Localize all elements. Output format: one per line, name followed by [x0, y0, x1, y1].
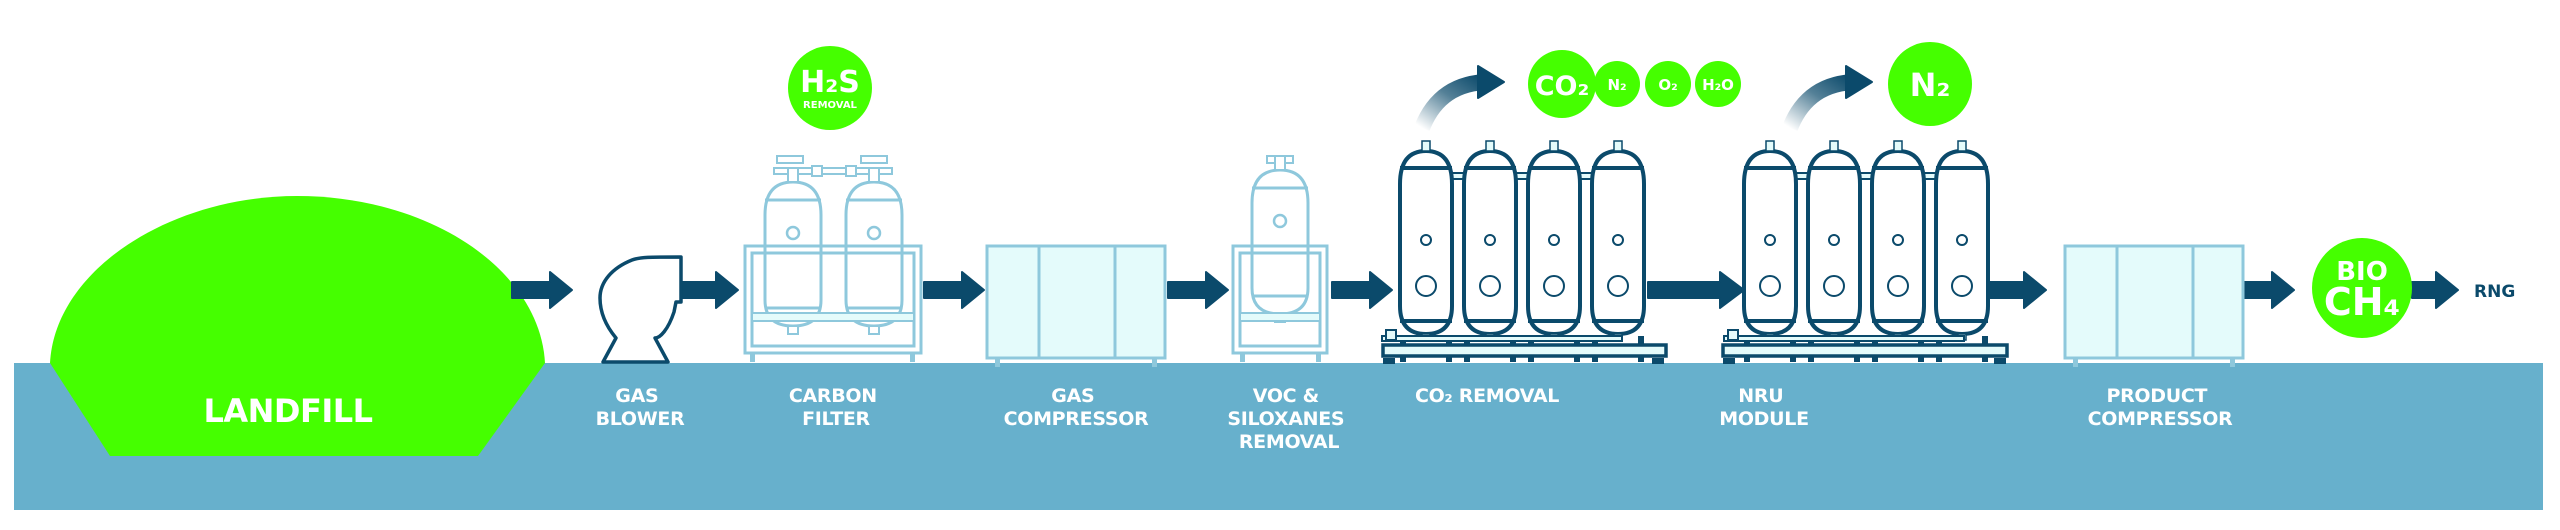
stage-labels: GAS BLOWER CARBON FILTER GAS COMPRESSOR … — [596, 385, 2234, 453]
h2o-badge-label: H₂O — [1702, 76, 1734, 94]
flow-arrow — [2241, 271, 2295, 309]
co2-removal-offgas-badges: CO₂ N₂ O₂ H₂O — [1528, 50, 1741, 118]
output-arrow — [2411, 271, 2459, 309]
stage-label-nru-module: NRU MODULE — [1719, 385, 1809, 430]
h2s-sublabel: REMOVAL — [803, 100, 858, 111]
landfill-label: LANDFILL — [203, 392, 372, 430]
flow-arrows — [511, 271, 2459, 309]
landfill: LANDFILL — [50, 196, 545, 456]
rng-output-label: RNG — [2474, 282, 2515, 302]
voc-siloxanes-icon — [1231, 154, 1329, 362]
vent-arrow-co2 — [1414, 65, 1505, 132]
o2-badge-label: O₂ — [1658, 76, 1677, 94]
n2-label: N₂ — [1910, 66, 1951, 104]
stage-label-product-compressor: PRODUCT COMPRESSOR — [2088, 385, 2234, 430]
flow-arrow — [923, 271, 985, 309]
landfill-mound — [50, 196, 545, 456]
n2-badge-label: N₂ — [1607, 76, 1626, 94]
h2s-label: H₂S — [800, 65, 860, 100]
nru-module-icon — [1721, 139, 2009, 364]
ch4-label: CH₄ — [2324, 280, 2400, 324]
flow-arrow — [1989, 271, 2047, 309]
stage-label-voc-siloxanes: VOC & SILOXANES REMOVAL — [1227, 385, 1350, 453]
h2s-removal-badge: H₂S REMOVAL — [788, 46, 872, 130]
flow-arrow — [1647, 271, 1745, 309]
n2-rejection-badge: N₂ — [1888, 42, 1972, 126]
flow-arrow — [1167, 271, 1229, 309]
vent-arrow-n2 — [1782, 65, 1873, 132]
flow-arrow — [1331, 271, 1393, 309]
co2-removal-icon — [1381, 139, 1668, 364]
stage-label-gas-compressor: GAS COMPRESSOR — [1004, 385, 1150, 430]
product-compressor-icon — [2063, 244, 2245, 369]
bio-ch4-badge: BIO CH₄ — [2312, 238, 2412, 338]
flow-arrow — [677, 271, 739, 309]
gas-blower-icon — [598, 255, 683, 364]
gas-compressor-icon — [985, 244, 1167, 369]
stage-label-carbon-filter: CARBON FILTER — [789, 385, 883, 430]
co2-badge-label: CO₂ — [1535, 71, 1590, 102]
carbon-filter-icon — [743, 155, 923, 362]
stage-label-co2-removal: CO₂ REMOVAL — [1415, 385, 1559, 407]
stage-label-gas-blower: GAS BLOWER — [596, 385, 686, 430]
bio-label: BIO — [2336, 257, 2388, 287]
